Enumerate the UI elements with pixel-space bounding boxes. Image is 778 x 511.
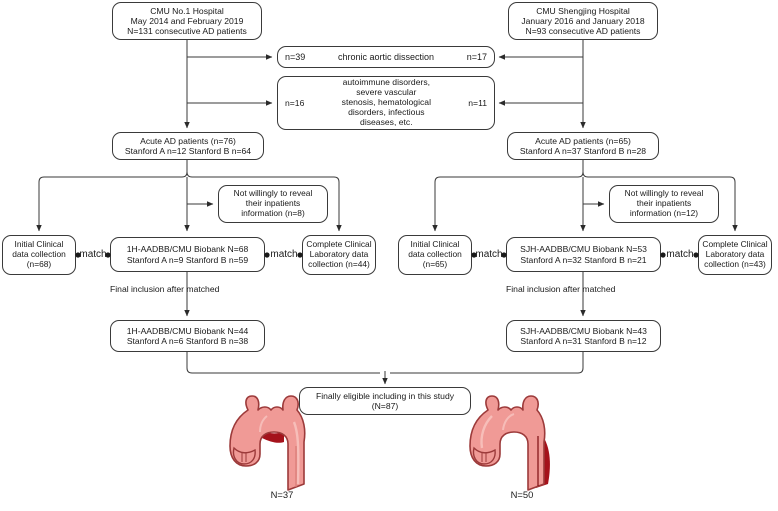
acute-right-line2: Stanford A n=37 Stanford B n=28 xyxy=(519,146,647,156)
unwilling-box-right: Not willingly to reveal their inpatients… xyxy=(609,185,719,223)
finally-eligible-box: Finally eligible including in this study… xyxy=(299,387,471,415)
source-left-line1: CMU No.1 Hospital xyxy=(150,5,224,16)
aorta-type-a-dissection-icon xyxy=(229,395,306,491)
initial-right-line2: data collection xyxy=(408,249,462,260)
aorta-type-b-dissection-icon xyxy=(469,395,550,491)
lab-collection-box-left: Complete Clinical Laboratory data collec… xyxy=(302,235,376,275)
source-left-line2: May 2014 and February 2019 xyxy=(130,15,244,26)
lab-left-line2: Laboratory data xyxy=(309,249,369,260)
exclusion-comorbid-reason-line2: severe vascular xyxy=(356,87,417,98)
unwilling-right-line2: their inpatients xyxy=(636,198,692,209)
final-inclusion-label-left: Final inclusion after matched xyxy=(110,284,220,294)
final-biobank-right-line1: SJH-AADBB/CMU Biobank N=43 xyxy=(520,325,647,336)
exclusion-chronic-reason: chronic aortic dissection xyxy=(337,51,435,62)
initial-left-line1: Initial Clinical xyxy=(14,239,64,250)
unwilling-left-line2: their inpatients xyxy=(245,198,301,209)
initial-right-line1: Initial Clinical xyxy=(410,239,460,250)
lab-left-line1: Complete Clinical xyxy=(306,239,372,250)
source-right-line3: N=93 consecutive AD patients xyxy=(525,26,641,37)
exclusion-comorbid-reason-line3: stenosis, hematological xyxy=(341,97,431,108)
final-biobank-box-left: 1H-AADBB/CMU Biobank N=44 Stanford A n=6… xyxy=(110,320,265,352)
match-label-right-inner: match xyxy=(475,249,503,260)
biobank-left-line1: 1H-AADBB/CMU Biobank N=68 xyxy=(126,244,249,255)
match-label-left-inner: match xyxy=(79,249,107,260)
source-right-line2: January 2016 and January 2018 xyxy=(521,15,645,26)
biobank-box-right: SJH-AADBB/CMU Biobank N=53 Stanford A n=… xyxy=(506,237,661,272)
exclusion-chronic-left-n: n=39 xyxy=(285,51,306,62)
source-box-right: CMU Shengjing Hospital January 2016 and … xyxy=(508,2,658,40)
acute-ad-box-right: Acute AD patients (n=65) Stanford A n=37… xyxy=(507,132,659,160)
lab-right-line3: collection (n=43) xyxy=(704,258,766,269)
exclusion-comorbid-right-n: n=11 xyxy=(468,97,487,108)
final-biobank-left-line1: 1H-AADBB/CMU Biobank N=44 xyxy=(126,325,249,336)
unwilling-left-line3: information (n=8) xyxy=(241,207,305,218)
exclusion-comorbidities: n=16 autoimmune disorders, severe vascul… xyxy=(277,76,495,130)
unwilling-box-left: Not willingly to reveal their inpatients… xyxy=(218,185,328,223)
initial-right-line3: (n=65) xyxy=(422,258,448,269)
aorta-type-a-caption: N=37 xyxy=(270,489,294,500)
initial-left-line2: data collection xyxy=(12,249,66,260)
lab-right-line1: Complete Clinical xyxy=(702,239,768,250)
exclusion-chronic-dissection: n=39 chronic aortic dissection n=17 xyxy=(277,46,495,68)
biobank-left-line2: Stanford A n=9 Stanford B n=59 xyxy=(126,254,249,265)
match-label-left-outer: match xyxy=(270,249,298,260)
eligible-line2: (N=87) xyxy=(371,401,399,411)
lab-left-line3: collection (n=44) xyxy=(308,258,370,269)
aorta-type-b-caption: N=50 xyxy=(510,489,534,500)
exclusion-comorbid-reason-line1: autoimmune disorders, xyxy=(342,77,431,88)
initial-clinical-box-right: Initial Clinical data collection (n=65) xyxy=(398,235,472,275)
unwilling-right-line1: Not willingly to reveal xyxy=(624,188,704,199)
final-biobank-right-line2: Stanford A n=31 Stanford B n=12 xyxy=(520,336,647,346)
eligible-line1: Finally eligible including in this study xyxy=(315,390,455,401)
exclusion-comorbid-reason: autoimmune disorders, severe vascular st… xyxy=(311,77,461,128)
final-inclusion-label-right: Final inclusion after matched xyxy=(506,284,616,294)
unwilling-right-line3: information (n=12) xyxy=(629,207,699,218)
exclusion-comorbid-reason-line5: diseases, etc. xyxy=(360,116,413,127)
biobank-right-line1: SJH-AADBB/CMU Biobank N=53 xyxy=(520,244,647,255)
source-left-line3: N=131 consecutive AD patients xyxy=(127,26,247,37)
biobank-box-left: 1H-AADBB/CMU Biobank N=68 Stanford A n=9… xyxy=(110,237,265,272)
acute-left-line1: Acute AD patients (n=76) xyxy=(140,135,236,146)
lab-right-line2: Laboratory data xyxy=(705,249,765,260)
acute-left-line2: Stanford A n=12 Stanford B n=64 xyxy=(124,146,252,156)
acute-right-line1: Acute AD patients (n=65) xyxy=(535,135,631,146)
initial-clinical-box-left: Initial Clinical data collection (n=68) xyxy=(2,235,76,275)
source-box-left: CMU No.1 Hospital May 2014 and February … xyxy=(112,2,262,40)
lab-collection-box-right: Complete Clinical Laboratory data collec… xyxy=(698,235,772,275)
exclusion-comorbid-left-n: n=16 xyxy=(285,97,305,108)
final-biobank-left-line2: Stanford A n=6 Stanford B n=38 xyxy=(126,336,249,346)
acute-ad-box-left: Acute AD patients (n=76) Stanford A n=12… xyxy=(112,132,264,160)
unwilling-left-line1: Not willingly to reveal xyxy=(233,188,313,199)
biobank-right-line2: Stanford A n=32 Stanford B n=21 xyxy=(520,254,647,265)
exclusion-chronic-right-n: n=17 xyxy=(466,51,487,62)
final-biobank-box-right: SJH-AADBB/CMU Biobank N=43 Stanford A n=… xyxy=(506,320,661,352)
exclusion-comorbid-reason-line4: disorders, infectious xyxy=(348,106,425,117)
source-right-line1: CMU Shengjing Hospital xyxy=(536,5,630,16)
match-label-right-outer: match xyxy=(666,249,694,260)
initial-left-line3: (n=68) xyxy=(26,258,52,269)
